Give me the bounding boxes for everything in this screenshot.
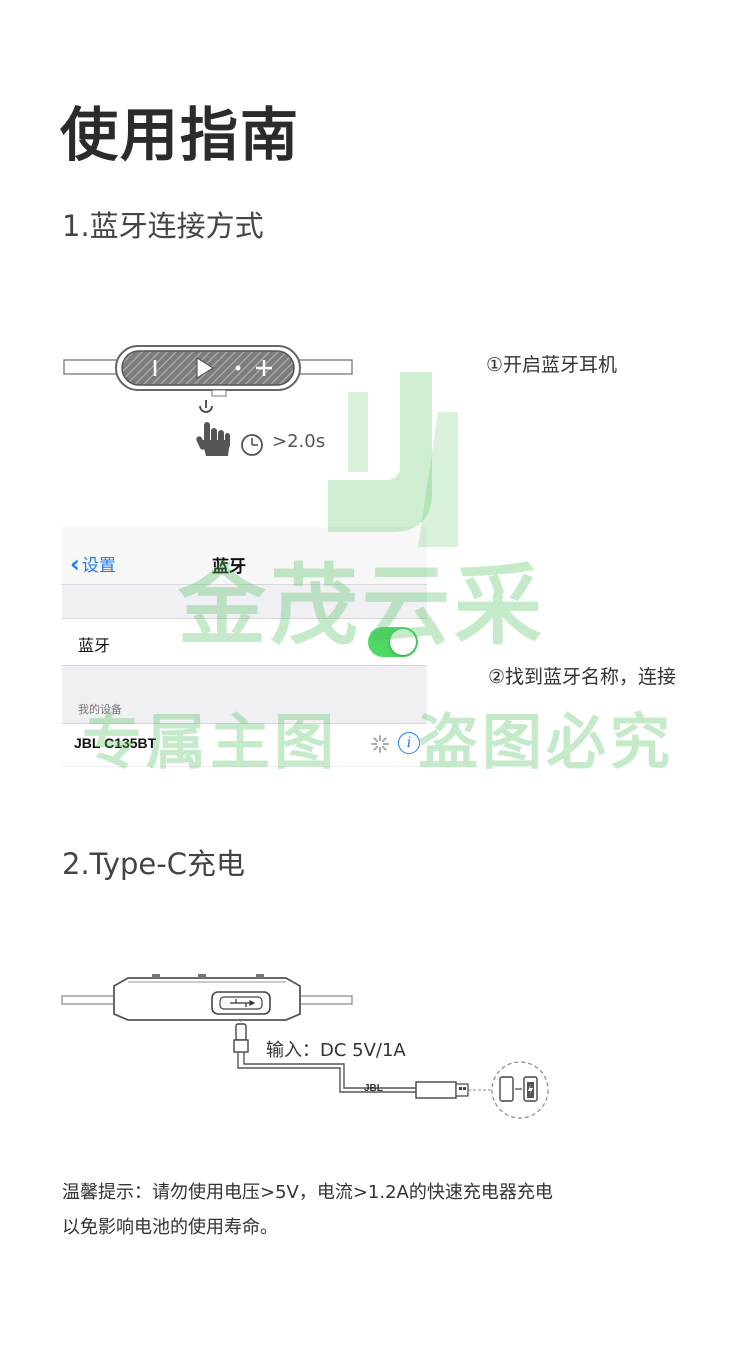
section-header: 我的设备: [78, 703, 122, 716]
step1-label: ①开启蓝牙耳机: [486, 354, 618, 376]
section-charging-title: 2.Type-C充电: [62, 847, 245, 881]
remote-control-illustration: [63, 345, 353, 456]
page-title: 使用指南: [60, 101, 301, 169]
watermark-left-text: 专属主图: [82, 708, 338, 778]
bluetooth-toggle-row: 蓝牙: [62, 618, 427, 666]
tip-line-1: 温馨提示：请勿使用电压>5V，电流>1.2A的快速充电器充电: [62, 1182, 553, 1203]
input-spec-label: 输入：DC 5V/1A: [266, 1040, 406, 1061]
bluetooth-label: 蓝牙: [78, 636, 111, 655]
charging-illustration: [61, 974, 549, 1119]
device-row[interactable]: JBL C135BT i: [62, 723, 427, 766]
loading-spinner-icon: [371, 735, 389, 753]
watermark-logo-text: 金茂云采: [178, 554, 547, 657]
info-icon[interactable]: i: [398, 732, 420, 754]
tip-line-2: 以免影响电池的使用寿命。: [62, 1217, 278, 1238]
nav-title: 蓝牙: [212, 557, 246, 577]
ios-bluetooth-settings: ‹ 设置 蓝牙 蓝牙 我的设备 JBL C135BT i: [62, 527, 427, 767]
back-label: 设置: [81, 556, 116, 576]
hold-time-label: >2.0s: [272, 431, 326, 452]
device-name: JBL C135BT: [74, 735, 157, 751]
watermark-right-text: 盗图必究: [418, 708, 674, 778]
chevron-left-icon: ‹: [70, 549, 80, 578]
watermark-logo-mark: [328, 372, 458, 547]
toggle-knob: [390, 629, 416, 655]
cable-brand-label: JBL: [364, 1083, 383, 1094]
section-bluetooth-title: 1.蓝牙连接方式: [62, 209, 264, 243]
back-button[interactable]: ‹ 设置: [70, 549, 116, 578]
step2-label: ②找到蓝牙名称，连接: [488, 666, 677, 688]
ios-nav-bar: ‹ 设置 蓝牙: [62, 527, 427, 585]
bluetooth-toggle[interactable]: [368, 627, 418, 657]
